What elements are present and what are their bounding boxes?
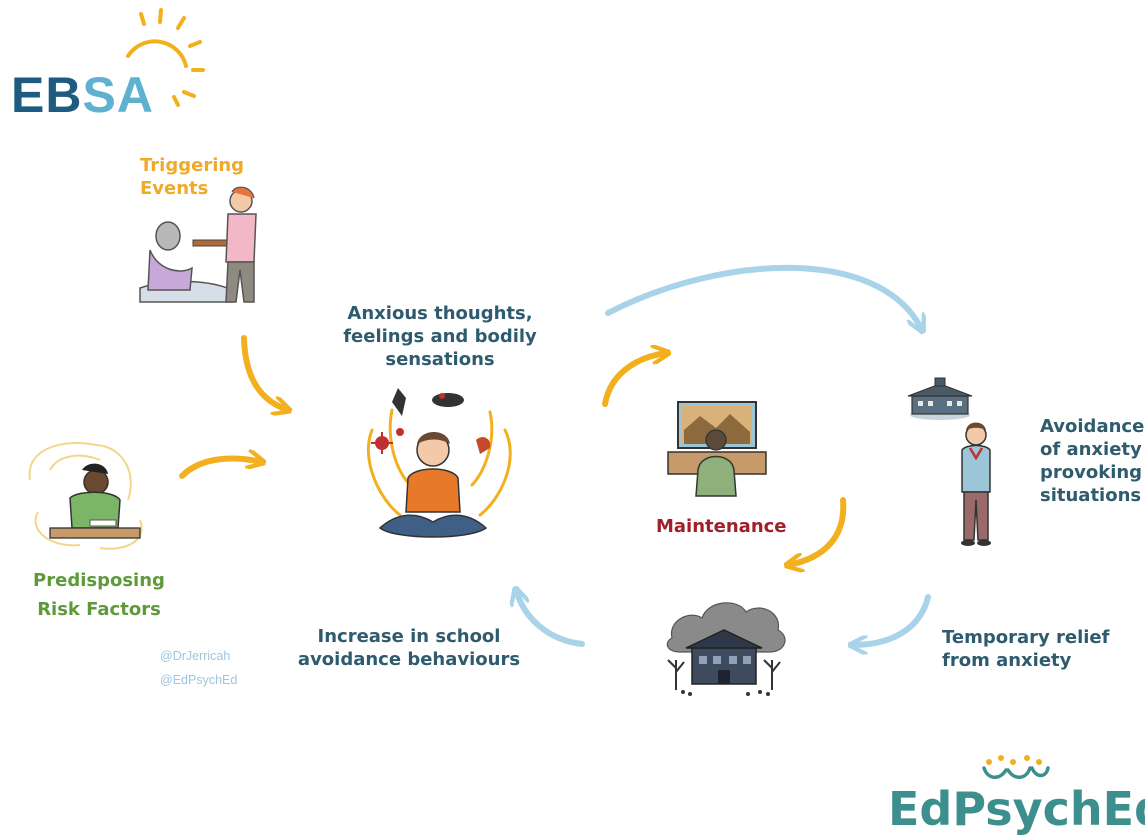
arrow-to-increase	[516, 590, 585, 647]
ebsa-logo-part-3: A	[116, 67, 154, 123]
triggering-line-1: Triggering	[140, 155, 245, 176]
social-handles: @DrJerricah @EdPsychEd	[160, 644, 237, 692]
illness-scene-icon	[139, 186, 257, 303]
standing-child-icon	[961, 422, 991, 546]
anxious-line-2: feelings and bodily	[343, 326, 537, 347]
avoidance-line-4: situations	[1040, 485, 1142, 506]
triggering-events-label: Triggering Events	[140, 154, 244, 200]
increase-avoidance-label: Increase in school avoidance behaviours	[296, 625, 522, 671]
arrow-maintenance-return	[788, 497, 847, 565]
ebsa-logo-part-2: S	[82, 67, 117, 123]
avoidance-label: Avoidance of anxiety provoking situation…	[1040, 415, 1144, 507]
arrow-triggering-to-anxious	[241, 335, 288, 410]
ebsa-logo-part-1: EB	[11, 67, 83, 123]
gaming-child-icon	[667, 401, 767, 497]
arrow-anxious-to-maintenance	[602, 353, 667, 407]
relief-line-1: Temporary relief	[942, 627, 1110, 648]
relief-line-2: from anxiety	[942, 650, 1072, 671]
anxious-child-icon	[366, 388, 512, 538]
predisposing-label: Predisposing Risk Factors	[20, 566, 178, 624]
anxious-line-3: sensations	[385, 349, 495, 370]
triggering-line-2: Events	[140, 178, 209, 199]
worried-person-icon	[28, 442, 143, 550]
avoidance-line-1: Avoidance	[1040, 416, 1145, 437]
predisposing-line-2: Risk Factors	[37, 599, 161, 620]
increase-line-2: avoidance behaviours	[297, 649, 521, 670]
predisposing-line-1: Predisposing	[33, 570, 165, 591]
arrow-to-avoidance	[605, 264, 922, 330]
ebsa-logo: EBSA	[11, 66, 154, 124]
handle-drjerricah: @DrJerricah	[160, 649, 231, 663]
maintenance-label: Maintenance	[656, 516, 787, 537]
arrow-predisposing-to-anxious	[179, 459, 262, 479]
edpsyched-logo: EdPsychEd	[888, 782, 1145, 836]
temporary-relief-label: Temporary relief from anxiety	[942, 626, 1109, 672]
anxious-line-1: Anxious thoughts,	[347, 303, 533, 324]
school-icon	[907, 377, 973, 420]
increase-line-1: Increase in school	[317, 626, 501, 647]
avoidance-line-2: of anxiety	[1040, 439, 1142, 460]
anxious-thoughts-label: Anxious thoughts, feelings and bodily se…	[336, 302, 544, 371]
handle-edpsyched: @EdPsychEd	[160, 673, 238, 687]
stormy-school-icon	[666, 602, 786, 696]
avoidance-line-3: provoking	[1040, 462, 1143, 483]
arrow-to-relief	[852, 594, 931, 645]
